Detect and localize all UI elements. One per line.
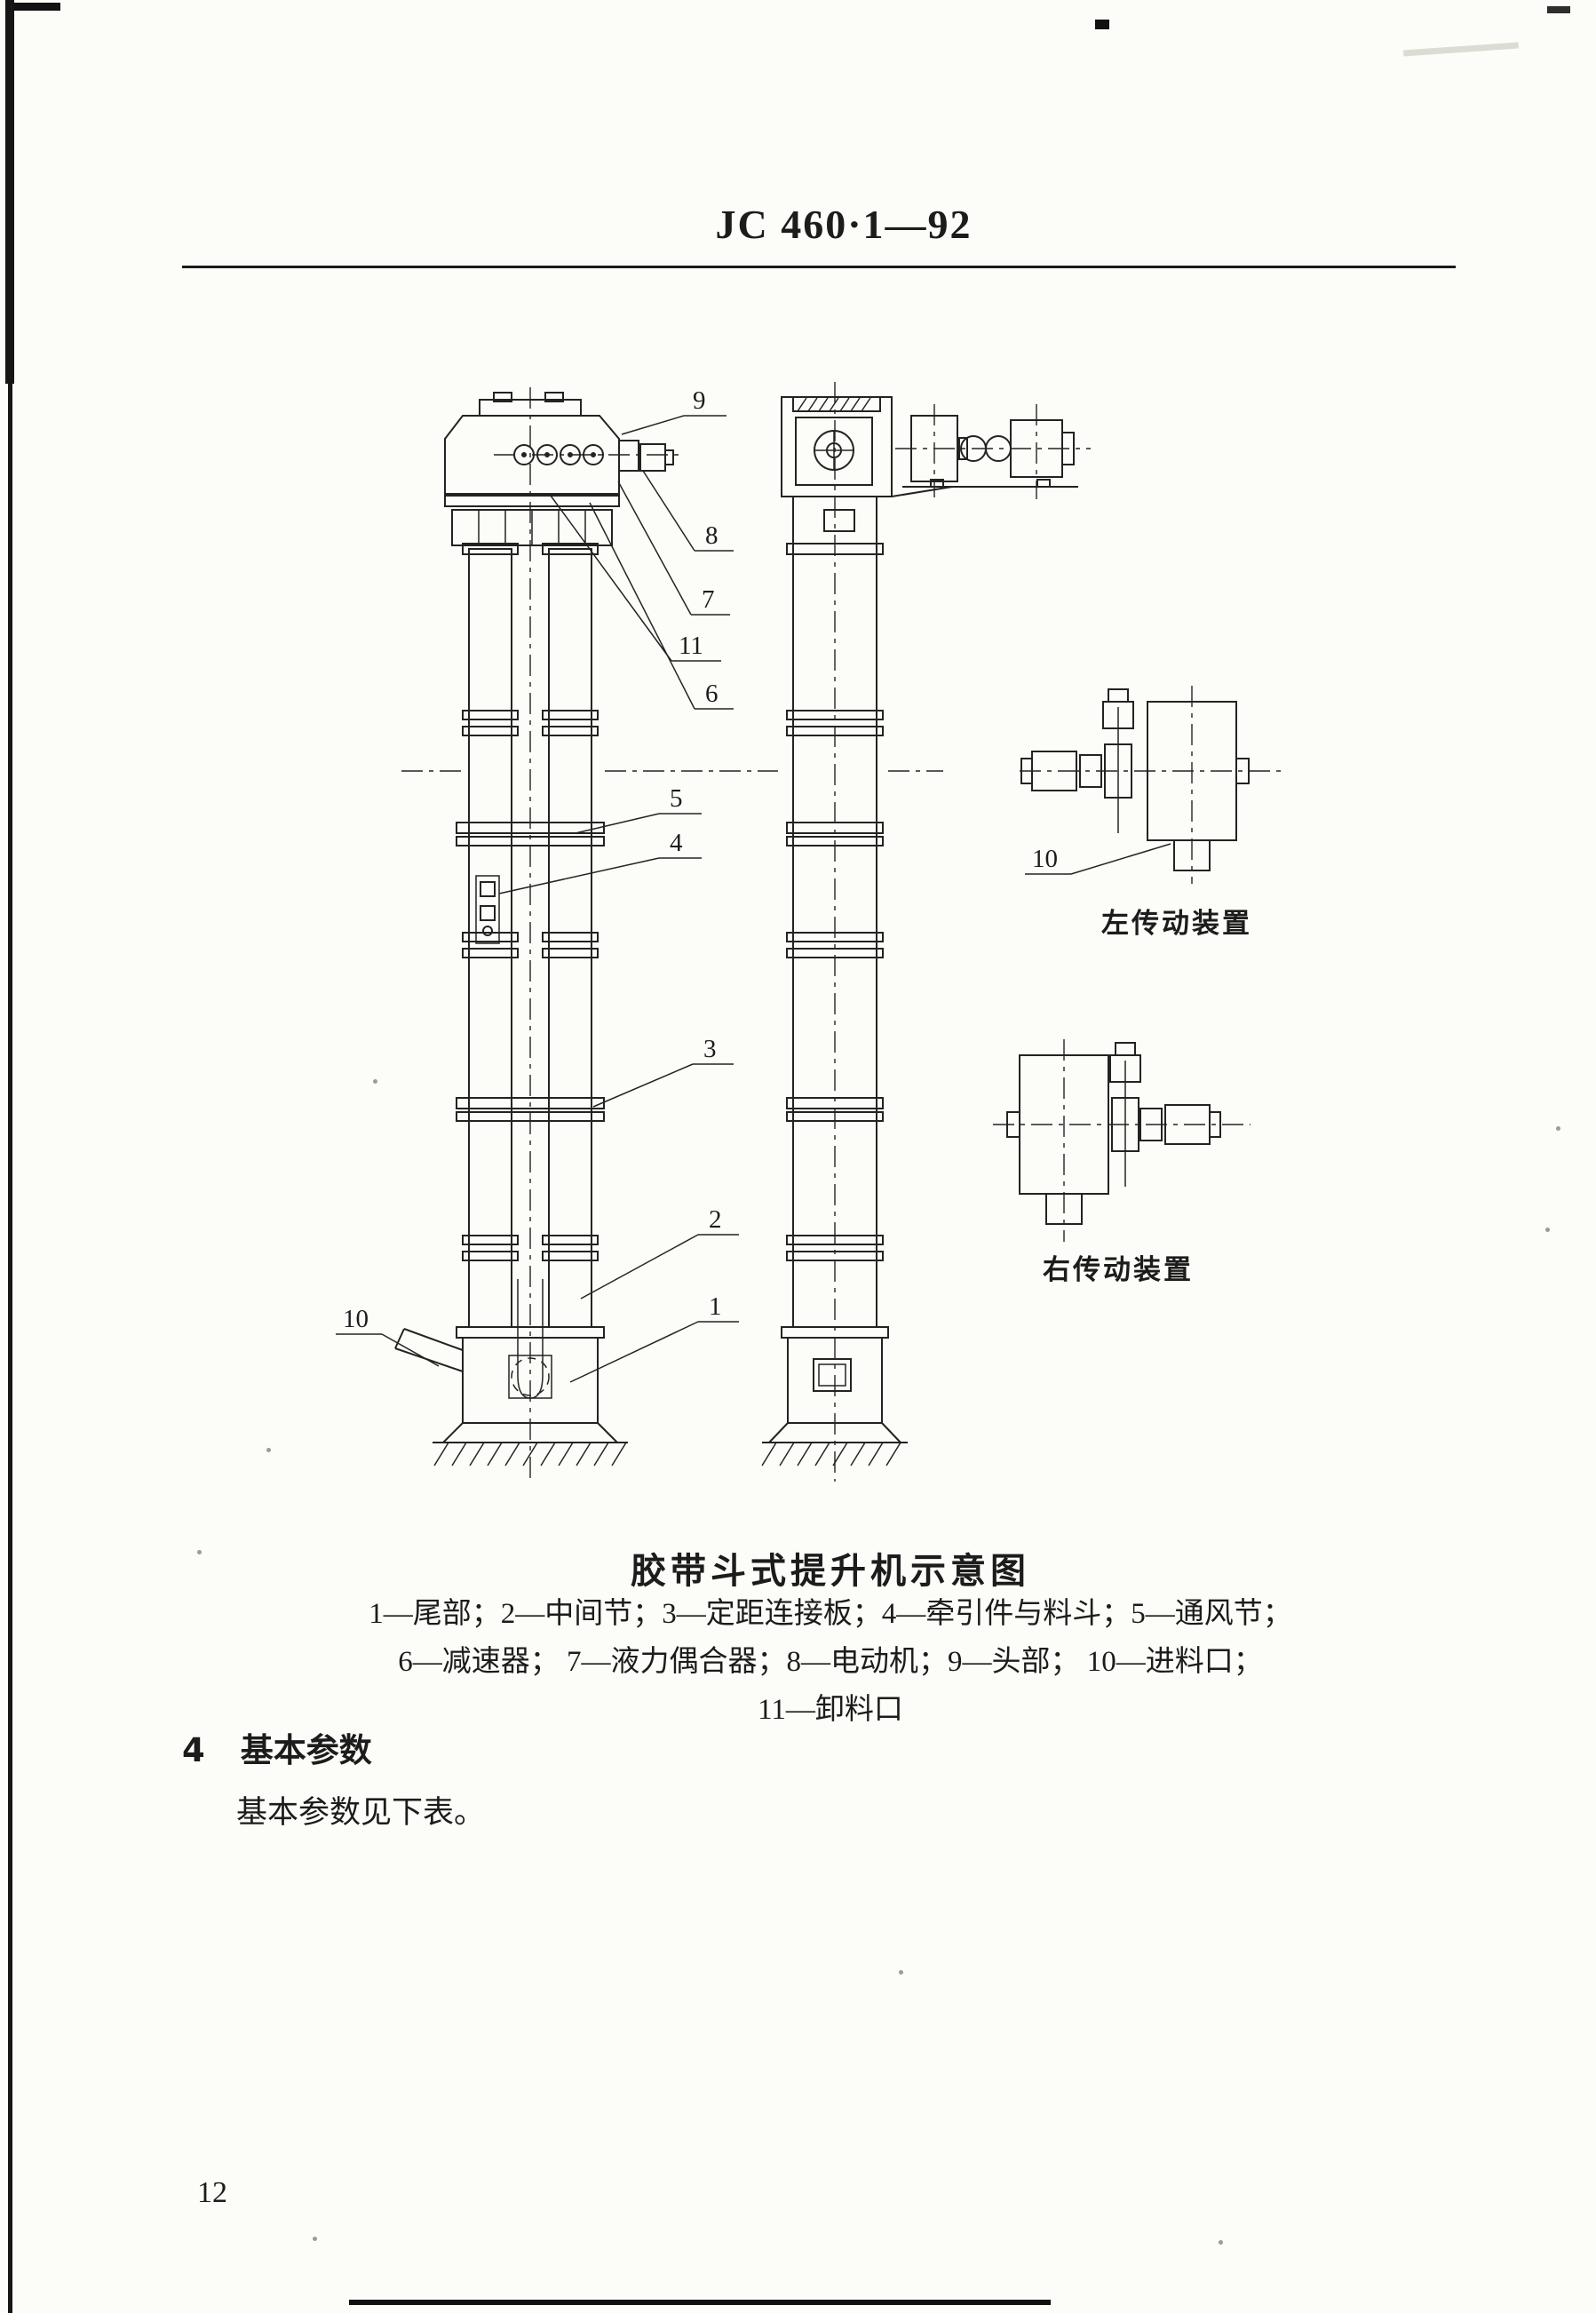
standard-code-header: JC 460·1—92 [715,202,973,247]
front-view-elevator [394,392,674,1466]
part-label-8: 8 [705,521,719,550]
inspection-door-upper [823,509,855,532]
scan-speckle [899,1970,903,1975]
ground-hatching-side [761,1442,908,1466]
ground-hatching-front [433,1442,628,1466]
legend-line-3: 11—卸料口 [758,1694,903,1726]
part-label-2: 2 [709,1205,722,1234]
legend-line-1: 1—尾部；2—中间节；3—定距连接板；4—牵引件与料斗；5—通风节； [369,1598,1292,1630]
right-drive-caption: 右传动装置 [1043,1254,1194,1286]
traction-buckets [475,875,500,944]
section-number: 4 [182,1731,205,1769]
part-label-6: 6 [705,680,719,708]
scan-speckle [313,2237,317,2241]
part-label-3: 3 [703,1035,717,1063]
scan-speckle [373,1079,377,1084]
part-label-7: 7 [702,585,715,614]
motor-front [639,443,666,472]
figure-caption: 胶带斗式提升机示意图 [631,1551,1030,1591]
flange-bands-side [781,543,889,1339]
part-label-10-feed: 10 [343,1305,369,1333]
side-view-elevator [761,396,1078,1466]
part-label-9: 9 [693,386,706,415]
inspection-door-lower [813,1358,852,1392]
head-side [781,396,893,532]
scan-bottom-line [349,2300,1051,2305]
scan-speckle [1556,1126,1560,1131]
header-rule [182,266,1456,268]
coupling-front [618,440,639,472]
belt-loop [508,1279,552,1399]
legend-line-2: 6—减速器； 7—液力偶合器；8—电动机；9—头部； 10—进料口； [398,1646,1263,1678]
section-title: 基本参数 [240,1731,372,1769]
part-label-1: 1 [709,1292,722,1321]
base-side [768,1337,901,1443]
scan-speckle [266,1448,271,1452]
part-label-11: 11 [679,632,703,660]
below-head-frame [444,495,620,546]
figure-legend: 1—尾部；2—中间节；3—定距连接板；4—牵引件与料斗；5—通风节； 6—减速器… [369,1590,1292,1734]
drive-train-side [891,415,1078,497]
scan-top-right-mark [1547,6,1570,13]
cap-hatching [797,397,871,412]
scan-speckle [1545,1228,1550,1232]
left-drive-caption: 左传动装置 [1101,908,1252,940]
part-label-4: 4 [670,829,683,857]
head-assembly [444,392,674,495]
part-labels: 9 8 7 11 6 5 4 [336,386,1171,1383]
right-drive-detail [993,1039,1251,1242]
part-label-5: 5 [670,784,683,813]
feed-inlet-chute [403,1328,464,1351]
scan-speckle [197,1550,202,1554]
base-front [394,1328,618,1443]
left-drive-detail [1020,686,1286,884]
reducer-side [910,415,958,482]
scan-edge-line [8,0,12,2313]
section-heading: 4 基本参数 [182,1723,372,1771]
scan-top-mark [1095,20,1109,29]
page-number: 12 [197,2176,227,2209]
section-body-text: 基本参数见下表。 [236,1795,486,1830]
scan-speckle [1219,2240,1223,2245]
part-label-10-drive: 10 [1032,845,1058,873]
scan-corner-mark [14,3,60,11]
